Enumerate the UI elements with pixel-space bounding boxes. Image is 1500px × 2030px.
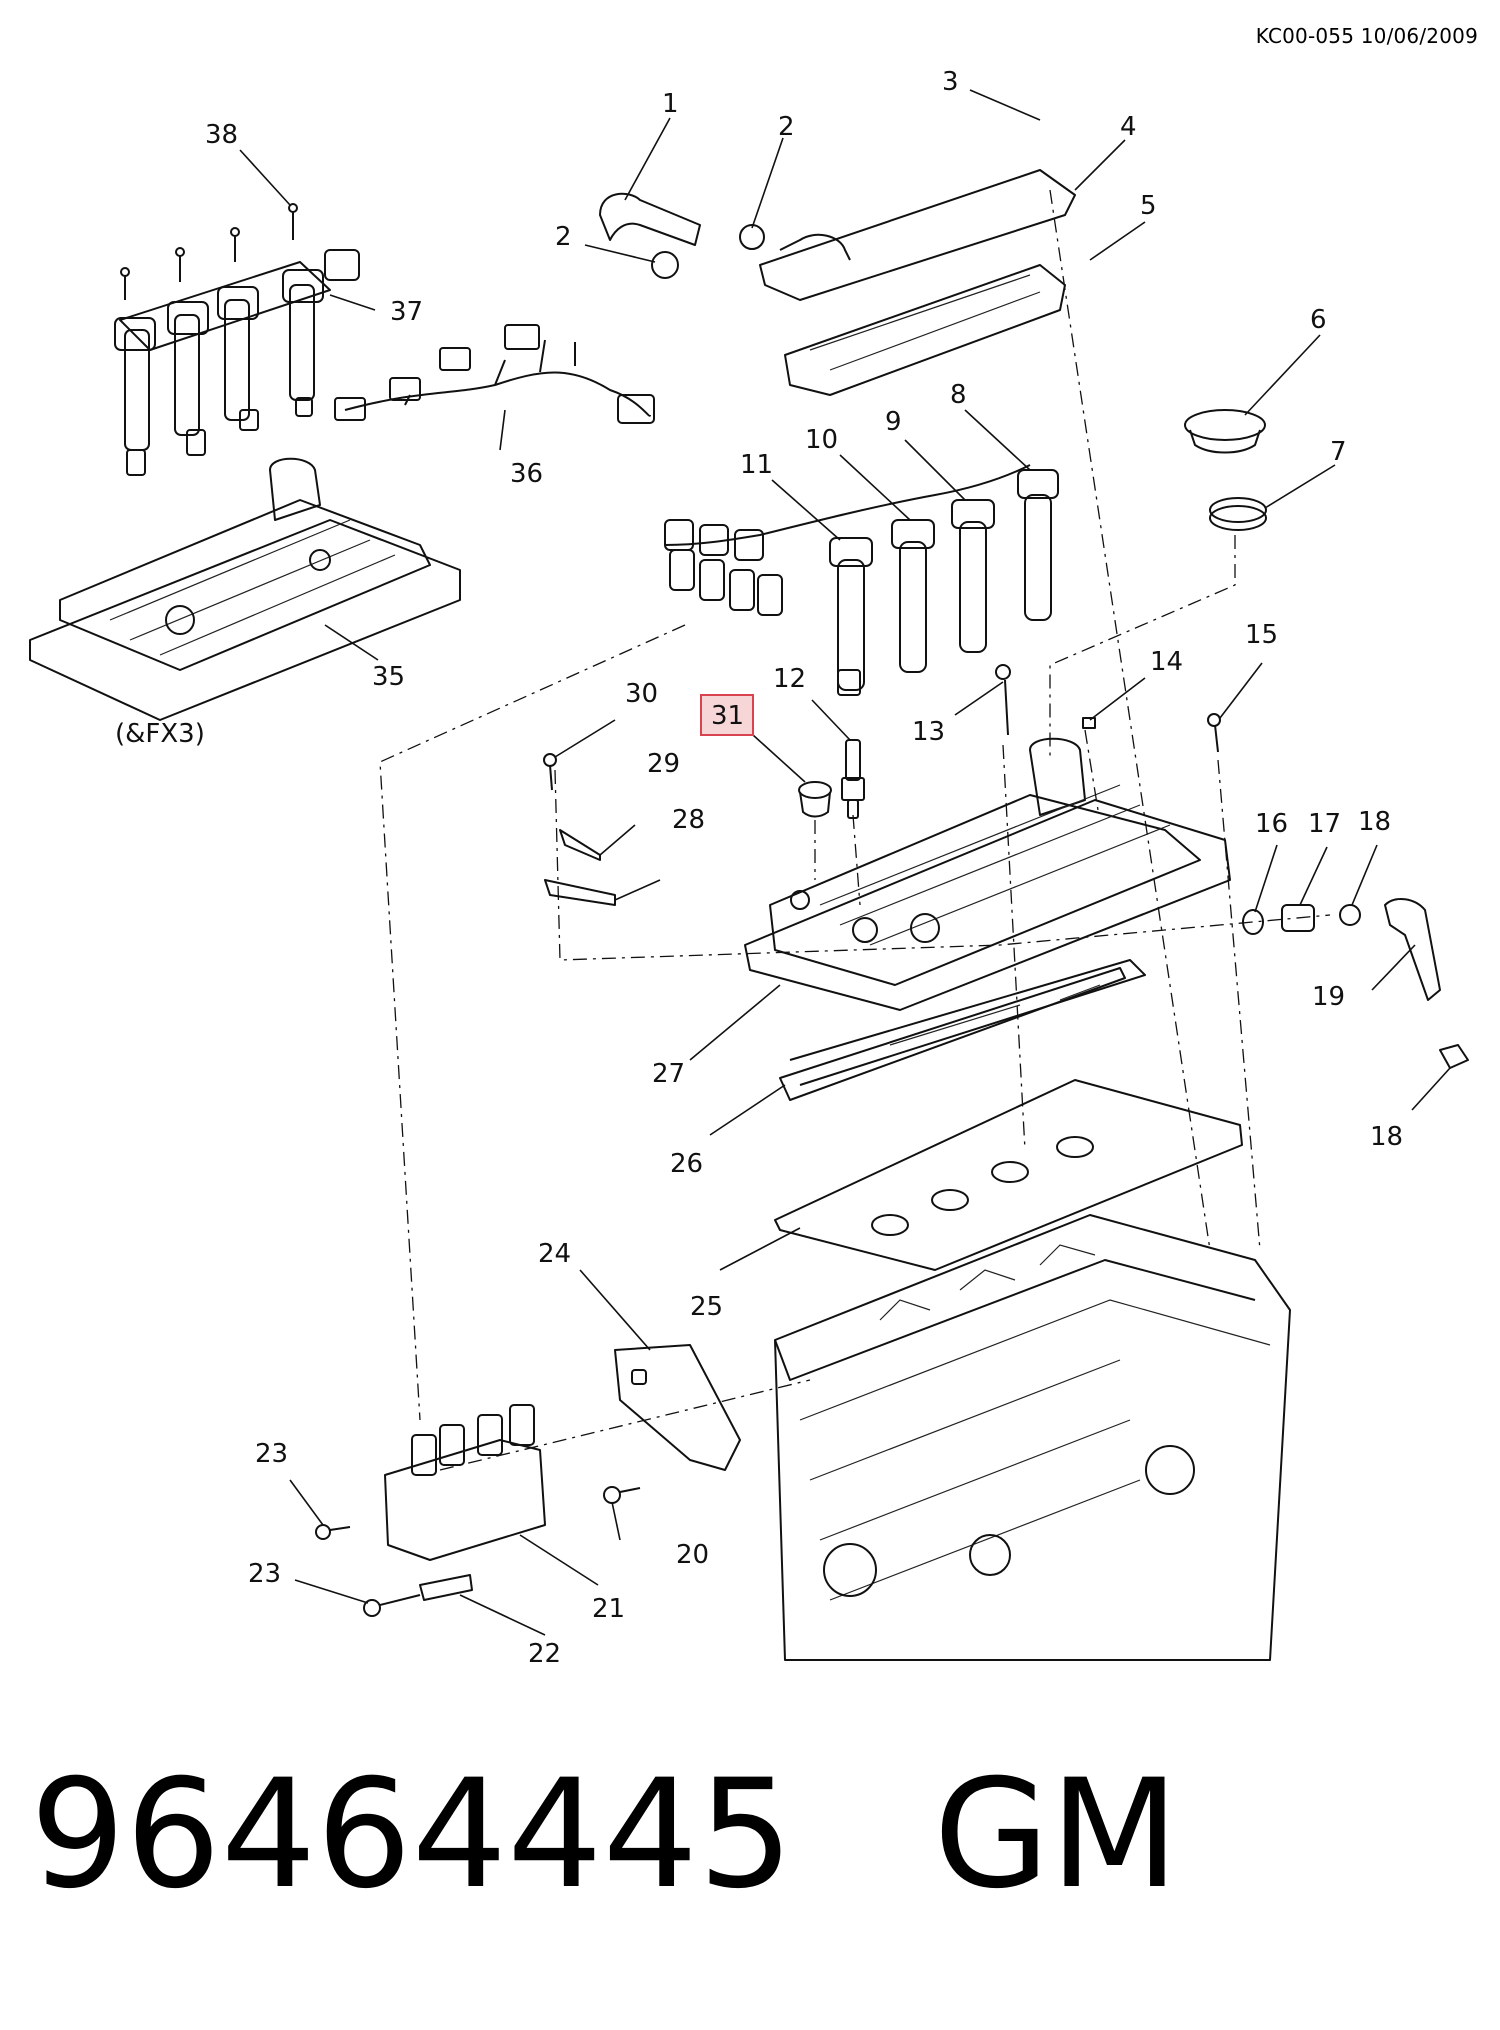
callout-38: 38	[205, 120, 238, 150]
callout-37: 37	[390, 297, 423, 327]
camshaft-cover-left-drawing	[29, 457, 461, 721]
pcv-fittings-drawing	[1242, 898, 1469, 1069]
vent-hose-drawing	[599, 192, 765, 279]
bolts-drawing	[995, 664, 1221, 753]
callout-8: 8	[950, 380, 967, 410]
valve-cover-gasket-drawing	[774, 1079, 1243, 1271]
oil-filler-cap-drawing	[1184, 409, 1267, 531]
callout-2-top: 2	[778, 112, 795, 142]
callout-26: 26	[670, 1149, 703, 1179]
callout-14: 14	[1150, 647, 1183, 677]
callout-23-top: 23	[255, 1439, 288, 1469]
callout-9: 9	[885, 407, 902, 437]
callout-19: 19	[1312, 982, 1345, 1012]
diagram-reference-code: KC00-055 10/06/2009	[1255, 24, 1478, 48]
callout-4: 4	[1120, 112, 1137, 142]
assembly-guide-lines	[379, 189, 1331, 1471]
callout-3: 3	[942, 67, 959, 97]
callout-31: 31	[711, 701, 744, 731]
cylinder-head-drawing	[774, 1214, 1291, 1661]
callout-13: 13	[912, 717, 945, 747]
callout-18-top: 18	[1358, 807, 1391, 837]
solenoid-bracket-drawing	[614, 1344, 741, 1471]
callout-35: 35	[372, 662, 405, 692]
ignition-coils-drawing	[664, 464, 1059, 696]
part-number: 96464445	[30, 1748, 794, 1922]
callout-10: 10	[805, 425, 838, 455]
callout-24: 24	[538, 1239, 571, 1269]
callout-12: 12	[773, 664, 806, 694]
callout-21: 21	[592, 1594, 625, 1624]
callout-20: 20	[676, 1540, 709, 1570]
callout-6: 6	[1310, 305, 1327, 335]
spark-plug-drawing	[841, 739, 865, 819]
callout-1: 1	[662, 89, 679, 119]
callout-numbers: 1 2 2 3 4 5 6 7 8 9 10 11 12 13 14 15 16…	[205, 67, 1403, 1669]
gasket-plate-drawing	[779, 959, 1146, 1101]
callout-17: 17	[1308, 809, 1341, 839]
callout-22: 22	[528, 1639, 561, 1669]
callout-11: 11	[740, 450, 773, 480]
camshaft-cover-main-drawing	[744, 737, 1231, 1011]
ignition-coil-pack-drawing	[114, 203, 360, 476]
callout-16: 16	[1255, 809, 1288, 839]
wiring-harness-drawing	[334, 324, 655, 424]
callout-36: 36	[510, 459, 543, 489]
spark-plug-tube-seal-drawing	[798, 781, 832, 818]
callout-5: 5	[1140, 191, 1157, 221]
callout-7: 7	[1330, 437, 1347, 467]
callout-30: 30	[625, 679, 658, 709]
callout-18-bottom: 18	[1370, 1122, 1403, 1152]
brand-name: GM	[933, 1748, 1180, 1922]
callout-28: 28	[672, 805, 705, 835]
option-code-note: (&FX3)	[115, 719, 205, 749]
valve-cover-top-section-drawing	[759, 169, 1076, 396]
callout-27: 27	[652, 1059, 685, 1089]
callout-25: 25	[690, 1292, 723, 1322]
callout-23-bottom: 23	[248, 1559, 281, 1589]
callout-15: 15	[1245, 620, 1278, 650]
highlighted-callout-box	[700, 694, 754, 736]
callout-2-left: 2	[555, 222, 572, 252]
camshaft-position-solenoid-drawing	[315, 1404, 641, 1617]
wiring-bracket-drawing	[543, 753, 616, 906]
callout-leader-lines	[239, 89, 1451, 1636]
callout-29: 29	[647, 749, 680, 779]
